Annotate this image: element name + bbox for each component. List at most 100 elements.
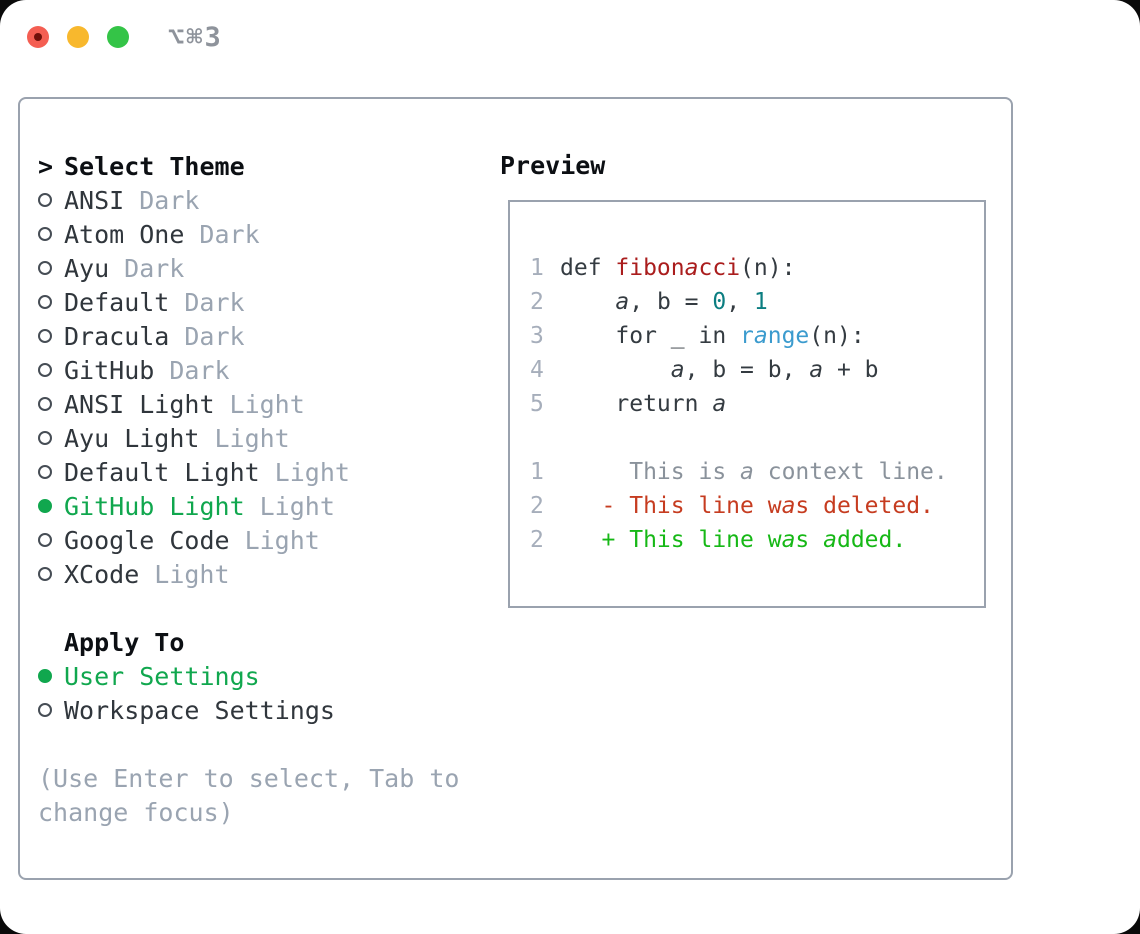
token-pl: ,: [726, 289, 754, 315]
option-variant-tag: Dark: [139, 185, 200, 215]
radio-icon: [38, 329, 52, 343]
spacer: [38, 727, 459, 761]
option-label: Ayu: [64, 253, 110, 283]
radio-icon: [38, 703, 52, 717]
token-fn: fibonacci: [615, 255, 741, 281]
radio-icon: [38, 193, 52, 207]
option-label: Google Code: [64, 525, 230, 555]
token-pl: return a: [560, 391, 727, 417]
option-label: Dracula: [64, 321, 170, 351]
token-add: + This line was added.: [560, 527, 907, 553]
theme-option[interactable]: GitHub Dark: [38, 353, 459, 387]
option-variant-tag: Dark: [124, 253, 185, 283]
line-number: 5: [530, 391, 544, 417]
apply-option[interactable]: Workspace Settings: [38, 693, 459, 727]
option-variant-tag: Light: [214, 423, 290, 453]
option-label: XCode: [64, 559, 140, 589]
marker: [38, 431, 64, 445]
token-num: 0: [712, 289, 727, 315]
window-title: ⌥⌘3: [168, 22, 223, 53]
option-variant-tag: Light: [259, 491, 335, 521]
code-text: - This line was deleted.: [560, 493, 934, 519]
spacer: [38, 591, 459, 625]
theme-option[interactable]: Dracula Dark: [38, 319, 459, 353]
option-label: Ayu Light: [64, 423, 200, 453]
preview-code-line: 5 return a: [530, 387, 984, 421]
option-label: ANSI Light: [64, 389, 215, 419]
line-number: 3: [530, 323, 544, 349]
marker: [38, 499, 64, 513]
radio-icon: [38, 567, 52, 581]
minimize-button[interactable]: [67, 26, 89, 48]
theme-option[interactable]: ANSI Dark: [38, 183, 459, 217]
code-text: a, b = b, a + b: [560, 357, 879, 383]
line-number: 2: [530, 527, 544, 553]
code-text: def fibonacci(n):: [560, 255, 795, 281]
apply-to-title: Apply To: [64, 627, 185, 657]
option-label: GitHub: [64, 355, 155, 385]
option-variant-tag: Dark: [184, 287, 245, 317]
token-kw: def: [560, 255, 616, 281]
token-pl: (n):: [740, 255, 796, 281]
theme-option[interactable]: XCode Light: [38, 557, 459, 591]
token-num: 1: [753, 289, 768, 315]
preview-code-line: 2 a, b = 0, 1: [530, 285, 984, 319]
marker: [38, 261, 64, 275]
marker: [38, 567, 64, 581]
marker: [38, 329, 64, 343]
token-del: - This line was deleted.: [560, 493, 934, 519]
unsaved-dot-icon: [34, 33, 42, 41]
close-button[interactable]: [27, 26, 49, 48]
radio-icon: [38, 533, 52, 547]
apply-to-header: Apply To: [38, 625, 459, 659]
theme-option[interactable]: Default Dark: [38, 285, 459, 319]
titlebar: ⌥⌘3: [0, 0, 1140, 75]
marker: [38, 295, 64, 309]
theme-option[interactable]: Ayu Dark: [38, 251, 459, 285]
marker: [38, 465, 64, 479]
radio-icon: [38, 465, 52, 479]
radio-icon: [38, 431, 52, 445]
cursor-icon: >: [38, 151, 54, 181]
radio-selected-icon: [38, 669, 52, 683]
option-variant-tag: Light: [229, 389, 305, 419]
theme-option[interactable]: Google Code Light: [38, 523, 459, 557]
preview-code-line: 1 This is a context line.: [530, 455, 984, 489]
radio-icon: [38, 295, 52, 309]
marker: [38, 227, 64, 241]
option-variant-tag: Light: [244, 525, 320, 555]
marker: [38, 703, 64, 717]
zoom-button[interactable]: [107, 26, 129, 48]
option-label: User Settings: [64, 661, 260, 691]
code-text: for _ in range(n):: [560, 323, 864, 349]
radio-selected-icon: [38, 499, 52, 513]
theme-option[interactable]: Ayu Light Light: [38, 421, 459, 455]
option-label: Atom One: [64, 219, 185, 249]
option-variant-tag: Light: [154, 559, 230, 589]
preview-code-line: 3 for _ in range(n):: [530, 319, 984, 353]
option-variant-tag: Dark: [169, 355, 230, 385]
marker: [38, 669, 64, 683]
line-number: 2: [530, 493, 544, 519]
theme-menu-header: >Select Theme: [38, 149, 459, 183]
radio-icon: [38, 363, 52, 377]
option-variant-tag: Dark: [184, 321, 245, 351]
option-label: Default: [64, 287, 170, 317]
preview-code-line: [530, 421, 984, 455]
line-number: 4: [530, 357, 544, 383]
apply-option[interactable]: User Settings: [38, 659, 459, 693]
code-text: + This line was added.: [560, 527, 907, 553]
option-label: ANSI: [64, 185, 125, 215]
option-variant-tag: Light: [274, 457, 350, 487]
hint-text-line2: change focus): [38, 797, 234, 827]
theme-option[interactable]: ANSI Light Light: [38, 387, 459, 421]
